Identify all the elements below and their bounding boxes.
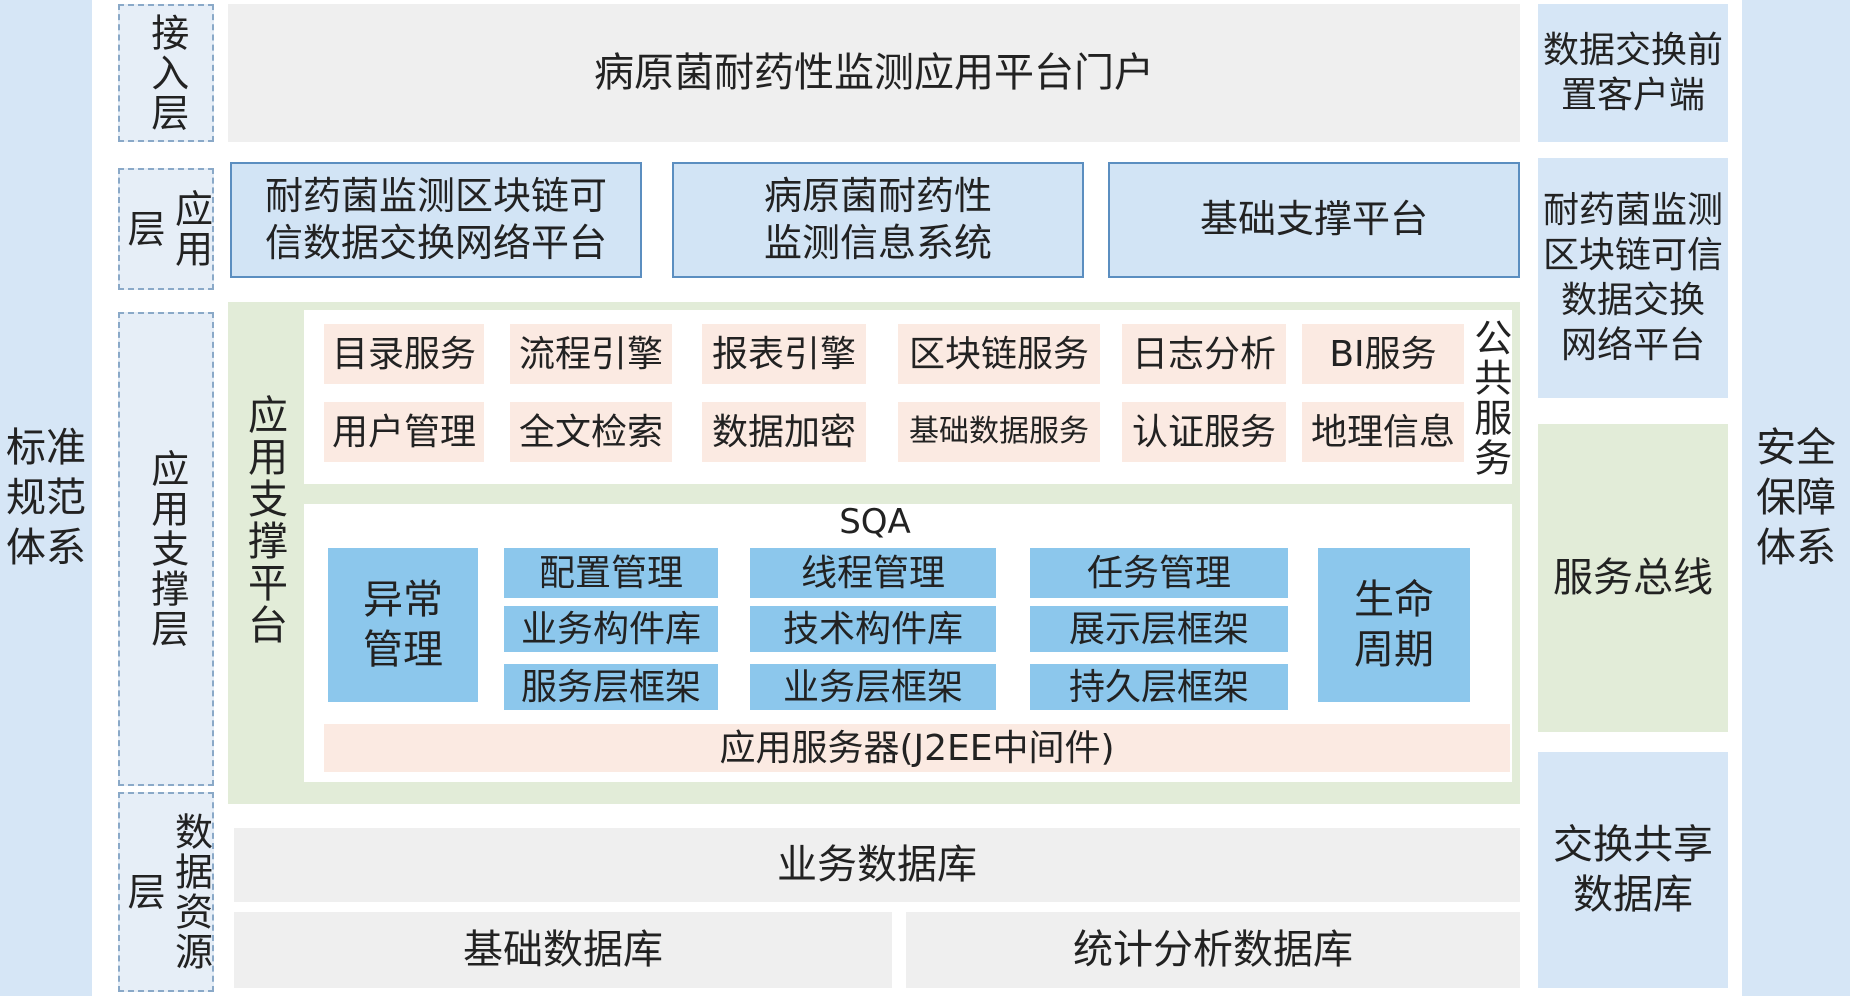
statistics-database: 统计分析数据库 xyxy=(906,912,1520,988)
service-bus: 服务总线 xyxy=(1538,424,1728,732)
sqa-business-components: 业务构件库 xyxy=(504,606,718,652)
sqa-persistence-framework: 持久层框架 xyxy=(1030,664,1288,710)
service-catalog: 目录服务 xyxy=(324,324,484,384)
sqa-service-framework: 服务层框架 xyxy=(504,664,718,710)
service-bi: BI服务 xyxy=(1302,324,1464,384)
layer-data: 数据资源层 xyxy=(118,792,214,992)
exchange-shared-database: 交换共享 数据库 xyxy=(1538,752,1728,988)
service-log: 日志分析 xyxy=(1122,324,1286,384)
sqa-business-framework: 业务层框架 xyxy=(750,664,996,710)
public-services-label: 公共服务 xyxy=(1467,318,1512,478)
service-encryption: 数据加密 xyxy=(702,402,866,462)
app-server: 应用服务器(J2EE中间件) xyxy=(324,724,1510,772)
service-auth: 认证服务 xyxy=(1122,402,1286,462)
service-basic-data: 基础数据服务 xyxy=(898,402,1100,462)
service-user: 用户管理 xyxy=(324,402,484,462)
portal: 病原菌耐药性监测应用平台门户 xyxy=(228,4,1520,142)
app-basic-platform: 基础支撑平台 xyxy=(1108,162,1520,278)
app-blockchain-network: 耐药菌监测区块链可 信数据交换网络平台 xyxy=(230,162,642,278)
business-database: 业务数据库 xyxy=(234,828,1520,902)
standards-system: 标准 规范 体系 xyxy=(0,0,92,996)
service-geo: 地理信息 xyxy=(1302,402,1464,462)
layer-support: 应用支撑层 xyxy=(118,312,214,786)
sqa-title: SQA xyxy=(839,501,911,542)
exchange-front-client: 数据交换前 置客户端 xyxy=(1538,4,1728,142)
sqa-presentation-framework: 展示层框架 xyxy=(1030,606,1288,652)
layer-access: 接入层 xyxy=(118,4,214,142)
support-platform-label: 应用支撑平台 xyxy=(241,394,287,646)
sqa-config: 配置管理 xyxy=(504,548,718,598)
layer-application: 应用层 xyxy=(118,168,214,290)
sqa-thread: 线程管理 xyxy=(750,548,996,598)
sqa-exception: 异常 管理 xyxy=(328,548,478,702)
service-report: 报表引擎 xyxy=(702,324,866,384)
service-workflow: 流程引擎 xyxy=(510,324,672,384)
exchange-network-platform: 耐药菌监测 区块链可信 数据交换 网络平台 xyxy=(1538,158,1728,398)
app-monitoring-system: 病原菌耐药性 监测信息系统 xyxy=(672,162,1084,278)
sqa-lifecycle: 生命 周期 xyxy=(1318,548,1470,702)
basic-database: 基础数据库 xyxy=(234,912,892,988)
security-system: 安全 保障 体系 xyxy=(1742,0,1850,996)
service-search: 全文检索 xyxy=(510,402,672,462)
sqa-task: 任务管理 xyxy=(1030,548,1288,598)
service-blockchain: 区块链服务 xyxy=(898,324,1100,384)
sqa-tech-components: 技术构件库 xyxy=(750,606,996,652)
